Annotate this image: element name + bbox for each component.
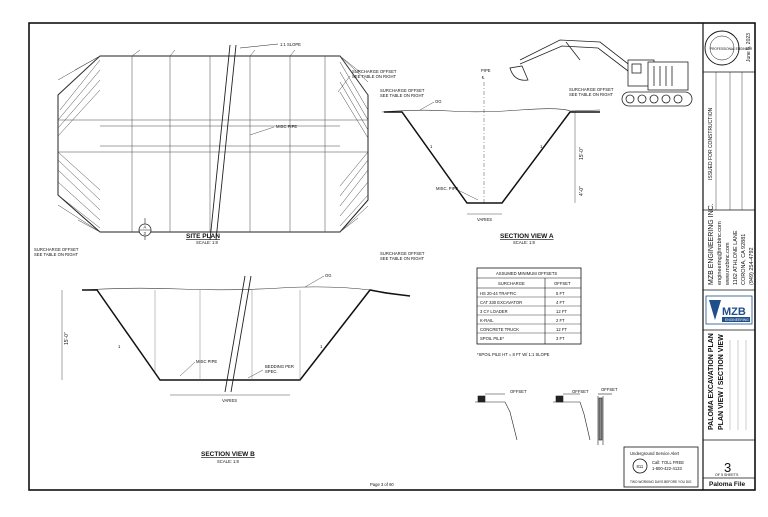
page-label: Page 3 of 60 <box>370 482 394 487</box>
sec-b-bedding-2: SPEC. <box>265 369 278 374</box>
logo-text: MZB <box>722 306 746 318</box>
sec-b-slope-a: 1 <box>118 344 121 349</box>
sec-b-ground-line <box>81 286 411 297</box>
alert-phone: 1-800-422-4133 <box>652 466 682 471</box>
sheet-of: OF 5 SHEETS <box>715 473 739 477</box>
sec-b-scale: SCALE: 1:8 <box>217 459 240 464</box>
logo-sub: ENGINEERING <box>725 318 749 322</box>
sheet-number: 3 <box>724 460 731 475</box>
table-header-surcharge: SURCHARGE <box>498 281 525 286</box>
table-row-surcharge: CAT 330 EXCAVATOR <box>480 300 522 305</box>
sec-a-centerline: ℄ <box>481 75 485 80</box>
sec-b-interior-lines <box>154 290 301 380</box>
table-row-surcharge: HS 20-44 TRAFFIC <box>480 291 516 296</box>
sec-b-surcharge-right-1: SURCHARGE OFFSET <box>380 251 425 256</box>
detail-offset-b: OFFSET <box>572 389 589 394</box>
sec-a-scale: SCALE: 1:8 <box>513 240 536 245</box>
alert-logo-icon <box>632 458 648 474</box>
sheet-border <box>28 22 756 491</box>
sec-a-trench-profile <box>384 111 600 204</box>
sec-b-varies: VARIES <box>222 398 237 403</box>
offset-details <box>475 393 612 445</box>
company-address-2: CORONA, CA 92881 <box>741 234 747 285</box>
sec-a-misc-pipe: MISC. PIPE <box>436 186 459 191</box>
sec-a-title: SECTION VIEW A <box>500 233 554 240</box>
sec-b-bedding-1: BEDDING PER <box>265 364 294 369</box>
sec-a-surcharge-left-2: SEE TABLE ON RIGHT <box>380 93 424 98</box>
sec-a-varies: VARIES <box>477 217 492 222</box>
table-row-surcharge: K-RAIL <box>480 318 494 323</box>
sec-b-misc-pipe: MISC PIPE <box>196 359 217 364</box>
site-plan-outline <box>57 55 369 233</box>
logo-mark-icon <box>709 300 721 320</box>
sheet-title: PLAN VIEW / SECTION VIEW <box>718 334 725 430</box>
site-plan-scale: SCALE: 1:8 <box>196 240 219 245</box>
section-view-b: SURCHARGE OFFSET SEE TABLE ON RIGHT SURC… <box>34 247 425 464</box>
table-row-offset: 12 FT <box>556 309 567 314</box>
table-row-offset: 2 FT <box>556 318 565 323</box>
project-title: PALOMA EXCAVATION PLAN <box>708 333 715 430</box>
site-misc-pipe-label: MISC PIPE <box>276 124 297 129</box>
sec-b-surcharge-left-2: SEE TABLE ON RIGHT <box>34 252 78 257</box>
sec-b-title: SECTION VIEW B <box>201 451 255 458</box>
stamp-text: PROFESSIONAL ENGINEER <box>710 47 753 51</box>
offsets-table: ASSUMED MINIMUM OFFSETS SURCHARGE OFFSET… <box>476 267 582 357</box>
file-label: Paloma File <box>709 481 746 488</box>
excavator-illustration <box>509 39 693 107</box>
sec-b-depth-dim: 15'-0" <box>64 332 70 345</box>
company-email: engineering@mzbinc.com <box>717 221 723 285</box>
site-plan-pipe <box>209 44 231 241</box>
alert-title: Underground Service Alert <box>630 451 680 456</box>
site-plan-title: SITE PLAN <box>186 233 220 240</box>
table-header-offset: OFFSET <box>554 281 571 286</box>
sec-a-ground-line <box>381 108 601 113</box>
table-row-offset: 12 FT <box>556 327 567 332</box>
site-plan: 1:1 SLOPE SURCHARGE OFFSET SEE TABLE ON … <box>57 42 397 245</box>
table-row-offset: 3 FT <box>556 336 565 341</box>
table-row-offset: 4 FT <box>556 300 565 305</box>
company-name: MZB ENGINEERING INC. <box>708 203 715 285</box>
site-surcharge-note-2: SEE TABLE ON RIGHT <box>352 74 396 79</box>
company-phone: (949) 254-4792 <box>749 247 755 285</box>
site-surcharge-note-1: SURCHARGE OFFSET <box>352 69 397 74</box>
issue-date: June 5, 2023 <box>746 33 752 62</box>
sec-a-bottom-dim: 4'-0" <box>579 186 585 196</box>
section-view-a: PIPE ℄ SURCHARGE OFFSET SEE TABLE ON RIG… <box>380 39 693 245</box>
detail-offset-c: OFFSET <box>601 387 618 392</box>
sec-a-og: OG <box>435 99 442 104</box>
sec-a-surcharge-right-1: SURCHARGE OFFSET <box>569 87 614 92</box>
svg-text:811: 811 <box>637 464 644 469</box>
table-title: ASSUMED MINIMUM OFFSETS <box>496 271 557 276</box>
company-address-1: 1162 ATHLONE LANE <box>733 230 739 285</box>
sec-b-og: OG <box>325 273 332 278</box>
alert-footer: TWO WORKING DAYS BEFORE YOU DIG <box>630 480 692 484</box>
sec-b-slope-b: 1 <box>320 344 323 349</box>
site-plan-grid <box>57 49 369 233</box>
sec-a-pipe-label: PIPE <box>481 68 491 73</box>
issued-note: ISSUED FOR CONSTRUCTION <box>708 107 714 180</box>
company-web: www.mzbinc.com <box>725 242 731 286</box>
sec-b-surcharge-right-2: SEE TABLE ON RIGHT <box>380 256 424 261</box>
sec-a-depth-dim: 15'-0" <box>579 147 585 160</box>
sec-a-surcharge-left-1: SURCHARGE OFFSET <box>380 88 425 93</box>
table-row-surcharge: CONCRETE TRUCK <box>480 327 519 332</box>
table-footnote: *SPOIL PILE HT = 8 FT W/ 1:1 SLOPE <box>477 352 550 357</box>
title-block: PROFESSIONAL ENGINEER June 5, 2023 ISSUE… <box>703 30 755 488</box>
sec-a-slope-b: 1 <box>540 144 543 149</box>
slope-label: 1:1 SLOPE <box>280 42 301 47</box>
sec-a-slope-a: 1 <box>430 144 433 149</box>
callout-bottom: 3 <box>144 231 147 236</box>
table-row-surcharge: SPOIL PILE* <box>480 336 504 341</box>
alert-call: Call: TOLL FREE <box>652 460 684 465</box>
callout-top: A <box>144 225 147 230</box>
table-row-surcharge: 3 CY LOADER <box>480 309 508 314</box>
section-callout: A 3 <box>138 218 152 240</box>
sec-b-surcharge-left-1: SURCHARGE OFFSET <box>34 247 79 252</box>
underground-alert-box: Underground Service Alert 811 Call: TOLL… <box>623 446 699 488</box>
detail-offset-a: OFFSET <box>510 389 527 394</box>
table-row-offset: 5 FT <box>556 291 565 296</box>
sec-a-surcharge-right-2: SEE TABLE ON RIGHT <box>569 92 613 97</box>
